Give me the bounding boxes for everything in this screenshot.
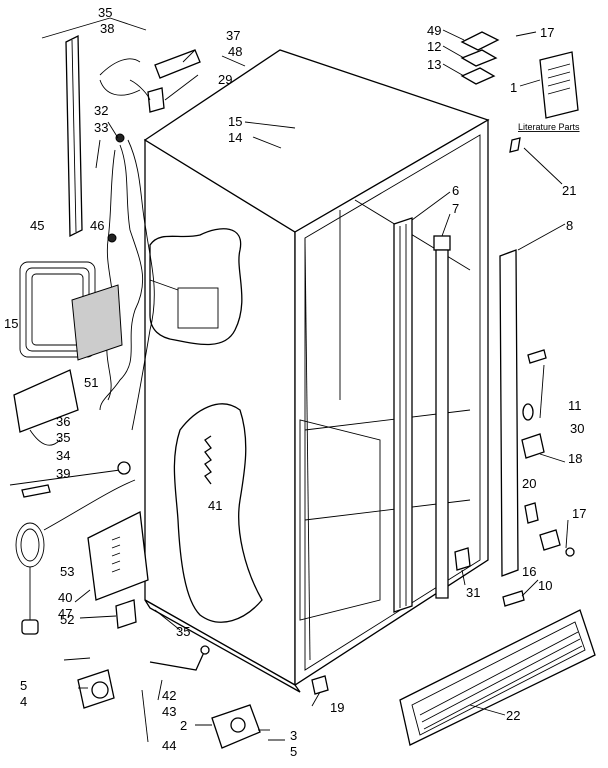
- callout-17: 17: [540, 25, 554, 40]
- callout-14: 14: [228, 130, 242, 145]
- callout-18: 18: [568, 451, 582, 466]
- callout-4: 4: [20, 694, 27, 709]
- callout-46: 46: [90, 218, 104, 233]
- callout-3: 3: [290, 728, 297, 743]
- callout-43: 43: [162, 704, 176, 719]
- callout-42: 42: [162, 688, 176, 703]
- callout-35c: 35: [176, 624, 190, 639]
- callout-19: 19: [330, 700, 344, 715]
- callout-33: 33: [94, 120, 108, 135]
- callout-40: 40: [58, 590, 72, 605]
- callout-5: 5: [20, 678, 27, 693]
- callout-38: 38: [100, 21, 114, 36]
- callout-20: 20: [522, 476, 536, 491]
- callout-8: 8: [566, 218, 573, 233]
- callout-41: 41: [208, 498, 222, 513]
- callout-35b: 35: [56, 430, 70, 445]
- literature-parts-label: Literature Parts: [518, 122, 580, 132]
- callout-13: 13: [427, 57, 441, 72]
- callout-15b: 15: [4, 316, 18, 331]
- left-components: [9, 34, 329, 749]
- callout-21: 21: [562, 183, 576, 198]
- callout-31: 31: [466, 585, 480, 600]
- callout-15: 15: [228, 114, 242, 129]
- callout-10: 10: [538, 578, 552, 593]
- callout-22: 22: [506, 708, 520, 723]
- callout-39: 39: [56, 466, 70, 481]
- callout-37: 37: [226, 28, 240, 43]
- callout-48: 48: [228, 44, 242, 59]
- callout-labels: 35 38 37 48 29 32 33 15 14 49 12 13 17 1…: [4, 5, 586, 759]
- callout-47: 47: [58, 606, 72, 621]
- callout-32: 32: [94, 103, 108, 118]
- callout-1: 1: [510, 80, 517, 95]
- callout-30: 30: [570, 421, 584, 436]
- callout-45: 45: [30, 218, 44, 233]
- callout-16: 16: [522, 564, 536, 579]
- right-components: [393, 31, 596, 746]
- callout-51: 51: [84, 375, 98, 390]
- callout-7: 7: [452, 201, 459, 216]
- callout-11: 11: [568, 398, 582, 413]
- callout-34: 34: [56, 448, 70, 463]
- callout-2: 2: [180, 718, 187, 733]
- callout-29: 29: [218, 72, 232, 87]
- callout-44: 44: [162, 738, 176, 753]
- callout-52: 52: [60, 612, 74, 627]
- callout-49: 49: [427, 23, 441, 38]
- callout-12: 12: [427, 39, 441, 54]
- callout-5b: 5: [290, 744, 297, 759]
- callout-17b: 17: [572, 506, 586, 521]
- callout-53: 53: [60, 564, 74, 579]
- callout-6: 6: [452, 183, 459, 198]
- leader-lines: [41, 17, 569, 743]
- callout-36: 36: [56, 414, 70, 429]
- callout-35: 35: [98, 5, 112, 20]
